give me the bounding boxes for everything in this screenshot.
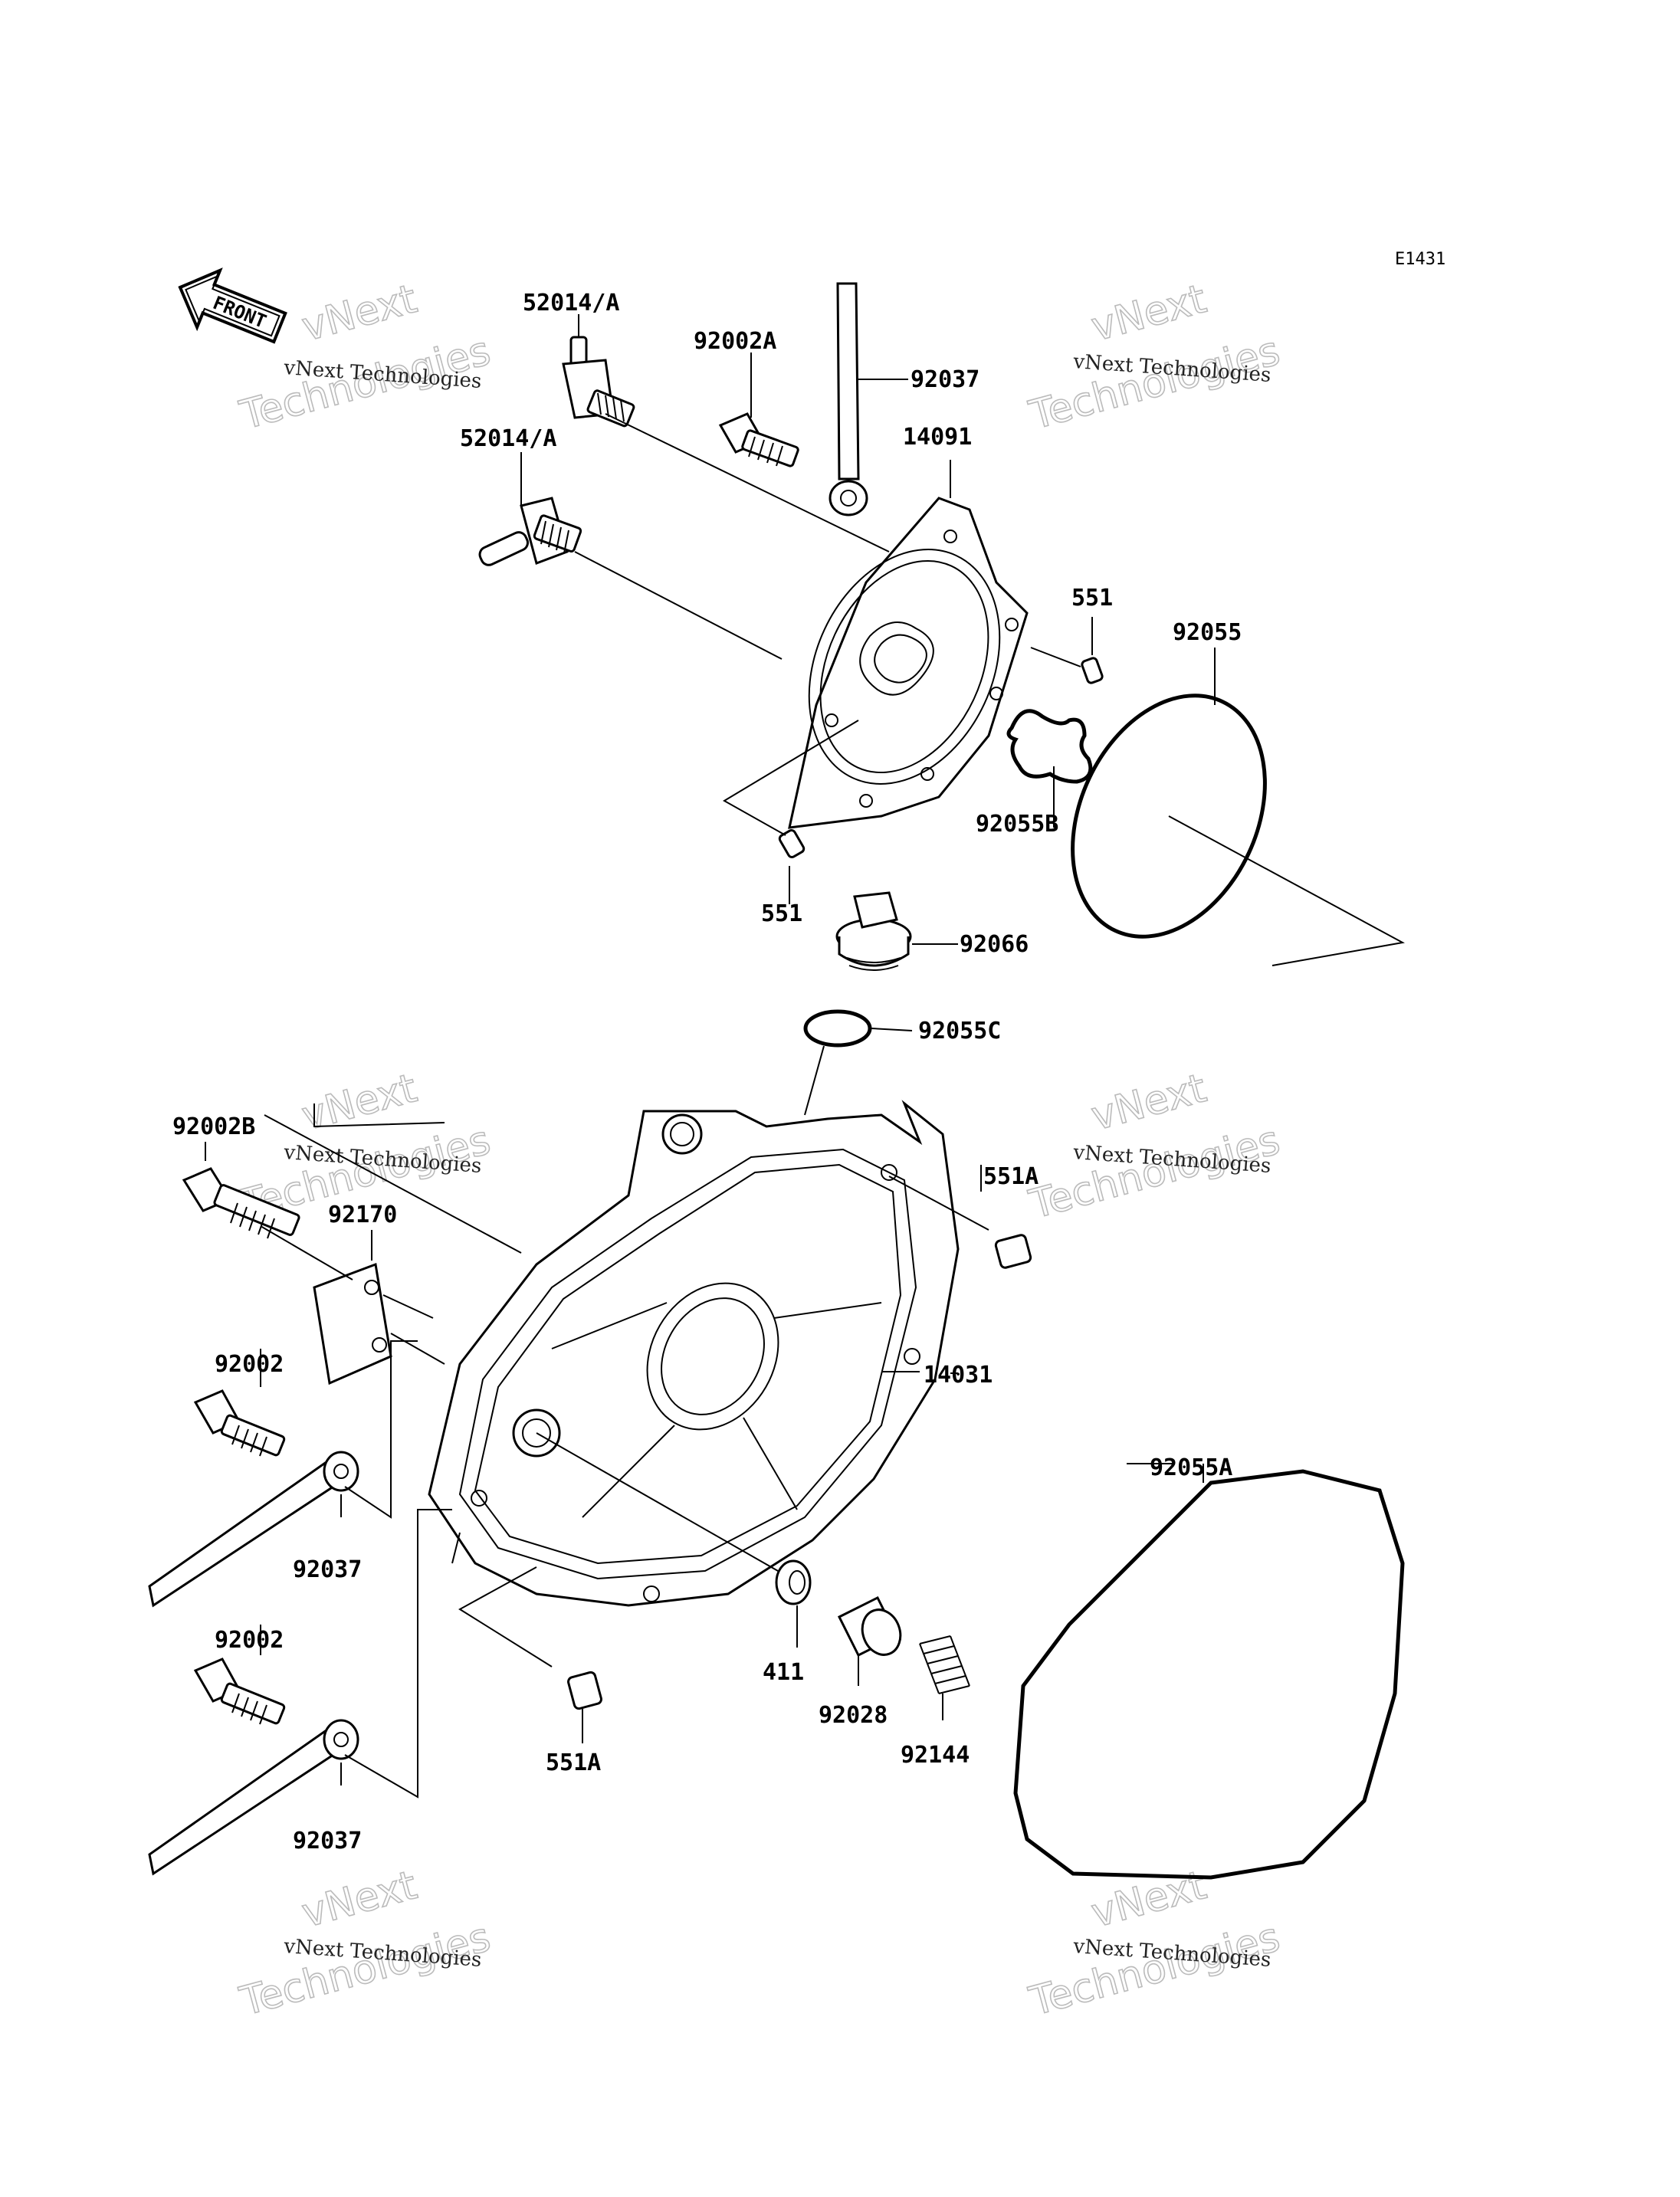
dowel-551-left [778,828,806,859]
watermark-big-line1: vNext [1087,1065,1211,1139]
label-92037-bottom: 92037 [293,1828,362,1854]
sleeve-92028 [837,1595,902,1658]
leader-lines [205,314,1406,1799]
band-92037-mid [148,1451,359,1608]
bracket-92170 [313,1262,392,1385]
plate-14091 [788,497,1029,829]
label-92037-top: 92037 [911,366,979,393]
watermark-mid-right: vNext Technologies vNext Technologies [1024,1064,1285,1228]
label-92002a: 92002A [694,328,776,355]
label-551-left: 551 [761,900,802,927]
label-551a-top: 551A [983,1163,1039,1190]
label-14091: 14091 [903,424,972,451]
label-52014a-mid: 52014/A [460,425,556,452]
diagram-code: E1431 [1395,250,1445,269]
label-14031: 14031 [924,1362,993,1389]
fitting-52014a-top [562,336,635,428]
label-92028: 92028 [819,1702,888,1729]
plug-92066 [835,891,912,971]
bolt-92002a [718,412,799,467]
watermark-big-line1: vNext [297,276,422,350]
fitting-52014a-mid [478,497,582,566]
front-arrow-icon: FRONT [178,267,287,344]
band-92037-top [829,282,868,516]
spring-92144 [919,1635,970,1694]
label-551a-bottom: 551A [546,1749,601,1776]
watermark-big-line1: vNext [1087,276,1211,350]
dowel-551-right [1081,657,1104,684]
o-ring-92055 [1071,694,1267,939]
watermark-top-left: vNext Technologies vNext Technologies [235,275,496,439]
label-92066: 92066 [960,931,1029,958]
dowel-551a-bottom [567,1671,602,1710]
watermark-bottom-right: vNext Technologies vNext Technologies [1024,1861,1285,2025]
o-ring-92055c [803,1009,872,1048]
bolt-92002b [182,1167,300,1239]
watermark-bottom-left: vNext Technologies vNext Technologies [235,1861,496,2025]
label-92055: 92055 [1173,619,1242,646]
bolt-92002-upper [193,1389,286,1457]
label-92144: 92144 [901,1742,970,1769]
gasket-92055a [1013,1469,1405,1880]
watermark-big-line1: vNext [297,1862,422,1936]
watermark-big-line1: vNext [297,1065,422,1139]
watermark-top-right: vNext Technologies vNext Technologies [1024,275,1285,439]
label-411: 411 [763,1659,804,1686]
label-92170: 92170 [328,1202,397,1228]
label-92037-mid: 92037 [293,1556,362,1583]
band-92037-bottom [148,1719,359,1876]
label-52014a-top: 52014/A [523,290,619,316]
dowel-551a-top [994,1234,1032,1269]
label-92055b: 92055B [976,811,1058,838]
cover-14031 [428,1100,960,1607]
gasket-92055b [1006,709,1093,784]
washer-411 [775,1559,812,1605]
label-92002-lower: 92002 [215,1627,284,1654]
label-92055c: 92055C [918,1018,1001,1044]
label-551-right: 551 [1071,585,1113,612]
label-92002-upper: 92002 [215,1351,284,1378]
bolt-92002-lower [193,1658,286,1725]
label-92002b: 92002B [172,1113,255,1140]
label-92055a: 92055A [1150,1454,1232,1481]
